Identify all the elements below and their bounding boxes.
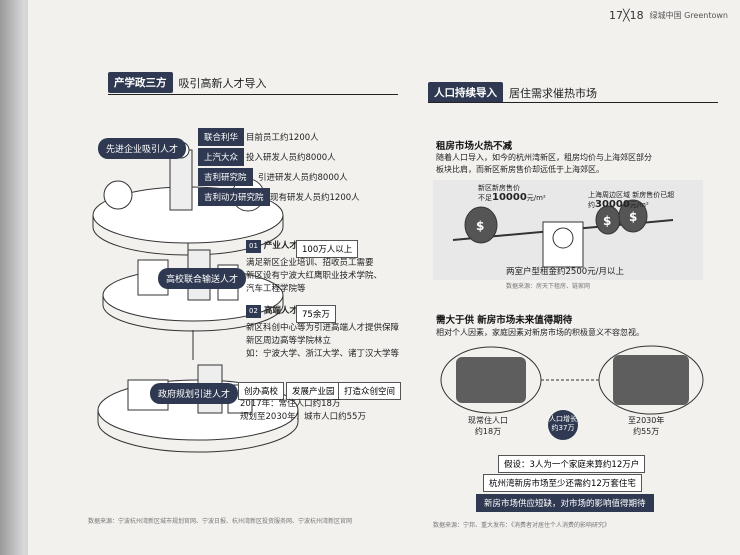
pop-increase-badge: 人口增长约37万 [548, 410, 578, 440]
gov-tag-maker-space: 打造众创空间 [338, 382, 402, 400]
company-desc-unilever: 目前员工约1200人 [246, 133, 319, 143]
company-desc-geely-power: 现有研发人员约1200人 [270, 193, 360, 203]
company-tag-unilever: 联合利华 [198, 128, 245, 146]
gov-tag-university: 创办高校 [238, 382, 285, 400]
company-desc-geely-research: 引进研发人员约8000人 [258, 173, 348, 183]
gov-pop-2017: 2017年：常住人口约18万 [240, 399, 341, 409]
right-section-title: 人口持续导入 居住需求催热市场 [428, 82, 597, 103]
divider [108, 94, 398, 95]
svg-text:$: $ [629, 210, 637, 224]
group-label-enterprise: 先进企业吸引人才 [98, 138, 187, 159]
page-header: 17╳18 绿城中国 Greentown [609, 9, 728, 22]
gov-pop-2030: 规划至2030年：城市人口约55万 [240, 412, 366, 422]
scale-note: 数据来源：房天下租房、链家网 [506, 283, 591, 290]
talent1-count: 100万人以上 [296, 240, 359, 258]
right-footnote: 数据来源：宁邦、重大发布：《消费者对居住个人消费的影响研究》 [433, 522, 611, 529]
rent-section-body: 随着人口导入，如今的杭州湾新区，租房均价与上海郊区部分 板块比肩，而新区新房售价… [436, 153, 652, 174]
svg-text:$: $ [476, 219, 484, 233]
left-footnote: 数据来源：宁波杭州湾新区城市规划官网、宁波日报、杭州湾新区投资服务网、宁波杭州湾… [88, 518, 353, 525]
rent-price: 两室户型租金约2500元/月以上 [506, 267, 624, 277]
svg-text:$: $ [603, 214, 611, 228]
right-title-text: 居住需求催热市场 [509, 86, 597, 100]
page-number: 17╳18 [608, 9, 644, 22]
left-title-text: 吸引高新人才导入 [178, 76, 267, 90]
pop-now: 现常住人口约18万 [468, 416, 508, 436]
talent1-desc: 满足新区企业培训、招收员工需要 新区设有宁波大红鹰职业技术学院、 汽车工程学院等 [246, 258, 383, 294]
magazine-page: 17╳18 绿城中国 Greentown 产学政三方 吸引高新人才导入 ¿ [28, 0, 740, 555]
company-tag-saic: 上汽大众 [198, 148, 245, 166]
group-label-university: 高校联合输送人才 [158, 268, 247, 289]
pop-future: 至2030年约55万 [628, 416, 665, 436]
rent-section-title: 租房市场火热不减 [436, 141, 513, 152]
group-label-government: 政府规划引进人才 [150, 383, 239, 404]
company-tag-geely-power: 吉利动力研究院 [198, 188, 270, 206]
left-section-title: 产学政三方 吸引高新人才导入 [108, 72, 267, 93]
right-title-tag: 人口持续导入 [428, 82, 503, 103]
talent2-desc: 新区科创中心等为引进高端人才提供保障 新区周边高等学院林立 如：宁波大学、浙江大… [246, 323, 400, 359]
demand-section-body: 相对个人因素，家庭因素对新房市场的积极意义不容忽视。 [436, 328, 644, 337]
price-scale-illustration: $ $ $ [433, 180, 703, 280]
new-price-right: 上海周边区域 新房售价已超 约30000元/m² [588, 191, 675, 210]
brand-logo: 绿城中国 Greentown [649, 11, 728, 20]
demand-section-title: 需大于供 新房市场未来值得期待 [436, 315, 573, 326]
population-illustration [440, 345, 704, 415]
housing-need-box: 杭州湾新房市场至少还需约12万套住宅 [483, 474, 642, 492]
divider [428, 102, 718, 103]
new-price-left: 新区新房售价 不足10000元/m² [478, 184, 546, 203]
company-tag-geely-research: 吉利研究院 [198, 168, 253, 186]
left-title-tag: 产学政三方 [108, 72, 173, 93]
company-desc-saic: 投入研发人员约8000人 [246, 153, 336, 163]
talent2-count: 75余万 [296, 305, 336, 323]
conclusion-banner: 新房市场供应短缺，对市场的影响值得期待 [476, 494, 654, 512]
assumption-box: 假设：3人为一个家庭来算约12万户 [498, 455, 646, 473]
